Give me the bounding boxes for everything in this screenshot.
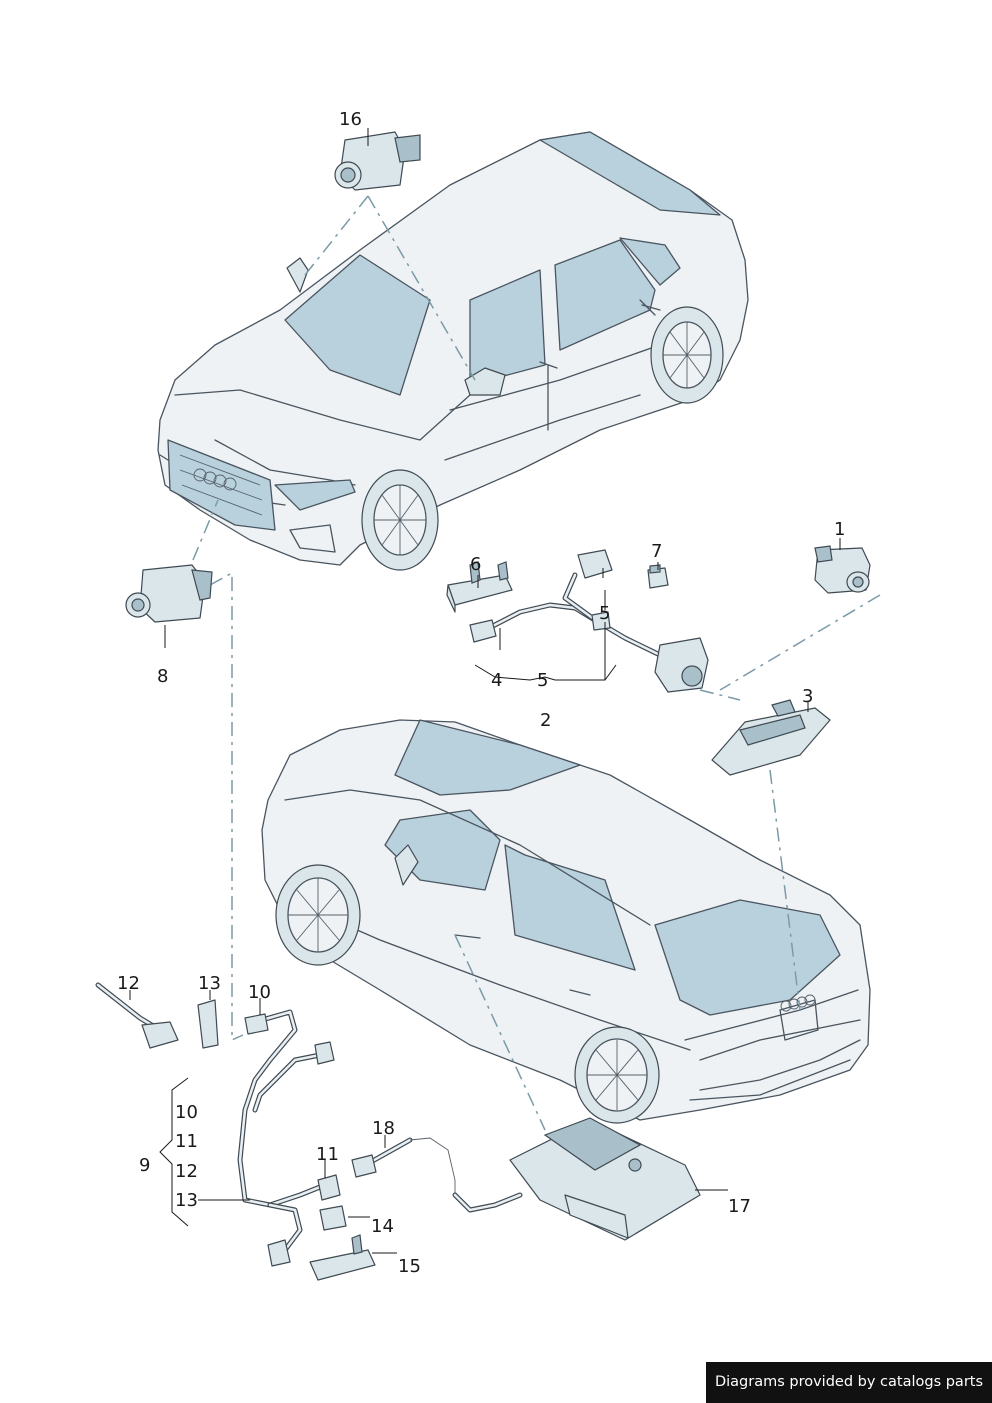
callout-18: 18: [372, 1118, 395, 1139]
callout-3: 3: [802, 686, 813, 707]
callout-6: 6: [470, 554, 481, 575]
audi-rings-rear: [780, 994, 816, 1012]
part-3-trim[interactable]: [711, 699, 831, 776]
callout-labels: 16 8 1 3 6 7 5 4 5 2 12 13 10 10 11 9 12…: [117, 109, 845, 1277]
callout-17: 17: [728, 1196, 751, 1217]
credit-banner: Diagrams provided by catalogs parts: [706, 1362, 992, 1403]
part-1-camera[interactable]: [814, 545, 871, 594]
callout-10a: 10: [248, 982, 271, 1003]
part-12-clip[interactable]: [95, 982, 179, 1049]
callout-13b: 13: [175, 1190, 198, 1211]
part-8-camera[interactable]: [125, 564, 213, 623]
part-17-control-unit[interactable]: [509, 1117, 701, 1241]
callout-9: 9: [139, 1155, 150, 1176]
callout-8: 8: [157, 666, 168, 687]
leader-lines: [129, 128, 841, 1254]
callout-11b: 11: [316, 1144, 339, 1165]
callout-7: 7: [651, 541, 662, 562]
car-front-view: [157, 131, 749, 571]
callout-12a: 12: [117, 973, 140, 994]
callout-16: 16: [339, 109, 362, 130]
callout-14: 14: [371, 1216, 394, 1237]
callout-4: 4: [491, 670, 502, 691]
callout-2: 2: [540, 710, 551, 731]
reference-lines: [192, 195, 881, 1131]
callout-12b: 12: [175, 1161, 198, 1182]
callout-5a: 5: [599, 603, 610, 624]
part-10-harness[interactable]: [237, 1009, 335, 1267]
callout-11a: 11: [175, 1131, 198, 1152]
part-13-panel[interactable]: [197, 999, 219, 1049]
part-14-clip[interactable]: [319, 1205, 347, 1231]
callout-13a: 13: [198, 973, 221, 994]
part-15-bracket[interactable]: [309, 1234, 376, 1281]
callout-15: 15: [398, 1256, 421, 1277]
callout-10b: 10: [175, 1102, 198, 1123]
callout-5b: 5: [537, 670, 548, 691]
car-rear-view: [261, 719, 871, 1124]
part-18-cable[interactable]: [351, 1137, 523, 1213]
audi-rings-front: [193, 468, 237, 491]
part-16-camera[interactable]: [334, 131, 421, 191]
callout-1: 1: [834, 519, 845, 540]
part-11-connector[interactable]: [317, 1174, 341, 1201]
part-7-connector[interactable]: [647, 564, 669, 589]
